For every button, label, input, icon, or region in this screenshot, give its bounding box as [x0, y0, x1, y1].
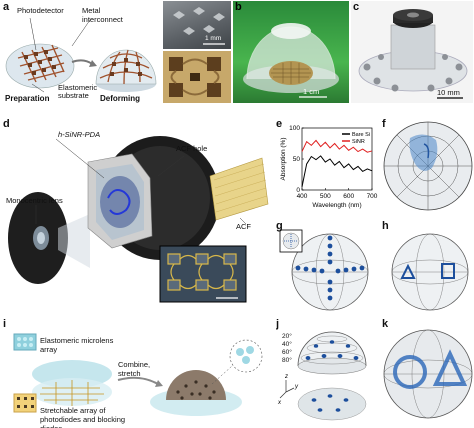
series-line-sinr: [301, 139, 373, 153]
angle-label-60: 60°: [282, 349, 292, 356]
panel-g: g: [276, 220, 374, 312]
svg-text:y: y: [294, 384, 299, 390]
panel-letter-b: b: [235, 1, 242, 13]
metal-interconnect-label: Metal interconnect: [82, 6, 123, 24]
sem-scale-bar: 1 mm: [205, 35, 222, 42]
legend-label: SiNR: [352, 139, 365, 145]
panel-c-scale-bar: 10 mm: [437, 88, 460, 97]
x-tick-label: 500: [320, 193, 331, 200]
deforming-label: Deforming: [100, 94, 140, 103]
svg-text:x: x: [277, 400, 282, 406]
y-axis-label: Absorption (%): [280, 138, 287, 181]
angle-label-80: 80°: [282, 357, 292, 364]
panel-j: j z y x 20° 40° 60° 80°: [276, 318, 374, 428]
panel-i: i Elastomeric microlens array Combine, s…: [0, 318, 272, 428]
panel-f: f: [380, 118, 474, 214]
panel-letter-k: k: [382, 318, 389, 330]
panel-a: a Photodetector Me: [0, 0, 160, 105]
monocentric-lens-label: Monocentric lens: [6, 196, 63, 205]
y-tick-label: 0: [296, 187, 300, 194]
x-tick-label: 600: [343, 193, 354, 200]
panel-letter-f: f: [382, 118, 386, 130]
panel-letter-h: h: [382, 220, 389, 232]
panel-letter-e: e: [276, 118, 283, 130]
panel-letter-a: a: [3, 1, 10, 13]
photodiodes-label: Stretchable array of photodiodes and blo…: [40, 406, 126, 428]
pda-label: h-SiNR-PDA: [58, 130, 101, 139]
y-tick-label: 100: [289, 125, 300, 132]
svg-text:z: z: [284, 374, 288, 380]
micrograph-image: [163, 51, 231, 103]
sem-image-top: 1 mm: [163, 1, 231, 49]
y-tick-label: 50: [293, 156, 301, 163]
panel-k: k: [380, 318, 474, 428]
panel-c: c 10 mm: [351, 1, 473, 103]
elastomeric-substrate-label: Elastomeric substrate: [58, 83, 98, 100]
combine-label: Combine, stretch: [118, 360, 151, 378]
panel-letter-d: d: [3, 118, 10, 130]
acf-hole-label: ACF hole: [176, 144, 208, 153]
angle-label-40: 40°: [282, 341, 292, 348]
microlens-label: Elastomeric microlens array: [40, 336, 114, 354]
x-axis-label: Wavelength (nm): [312, 202, 361, 209]
x-tick-label: 400: [297, 193, 308, 200]
panel-letter-g: g: [276, 220, 283, 232]
panel-letter-i: i: [3, 318, 7, 330]
x-tick-label: 700: [367, 193, 378, 200]
panel-letter-c: c: [353, 1, 360, 13]
acf-label: ACF: [236, 222, 251, 231]
series-line-bare-si: [301, 155, 373, 187]
panel-d: d: [0, 118, 272, 313]
panel-b-scale-bar: 1 cm: [303, 87, 320, 96]
panel-b: b 1 cm: [233, 1, 349, 103]
angle-label-20: 20°: [282, 333, 292, 340]
legend-label: Bare Si: [352, 132, 370, 138]
panel-h: h: [380, 220, 474, 312]
photodetector-label: Photodetector: [17, 6, 64, 15]
preparation-label: Preparation: [5, 94, 50, 103]
panel-a-illustration: [5, 17, 157, 93]
panel-letter-j: j: [276, 318, 280, 330]
